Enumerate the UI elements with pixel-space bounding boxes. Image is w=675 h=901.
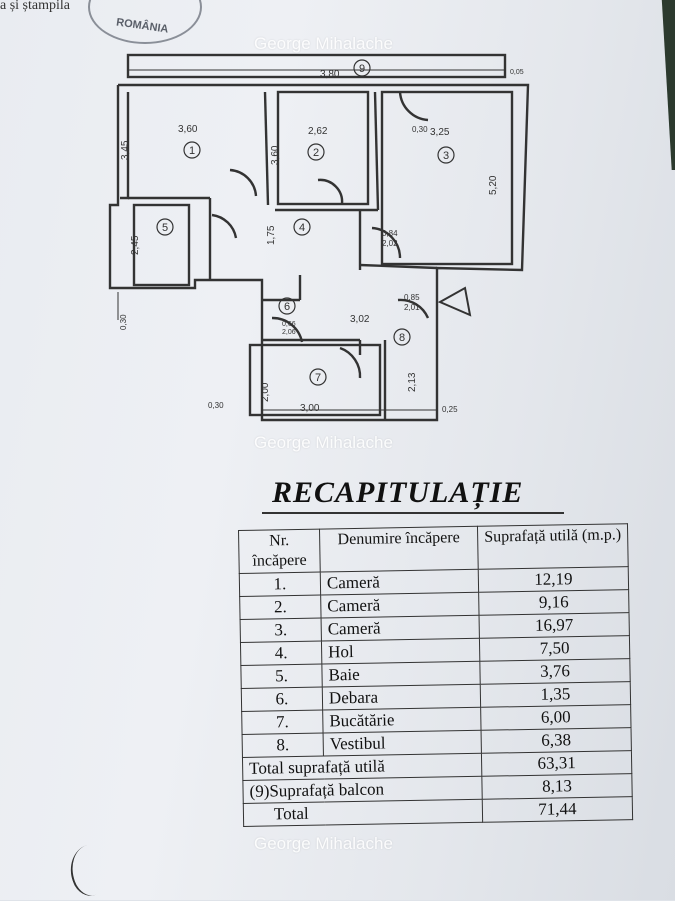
row-nr: 5. — [240, 664, 323, 689]
row-area: 6,38 — [481, 727, 632, 754]
room-number-3: 3 — [443, 150, 449, 162]
row-nr: 2. — [239, 595, 322, 620]
balcony-value: 8,13 — [481, 773, 633, 800]
dim-door-201: 2,01 — [404, 303, 420, 312]
row-area: 16,97 — [479, 612, 630, 639]
recap-title: RECAPITULAȚIE — [272, 476, 524, 509]
door-arc-3-window — [398, 91, 429, 122]
row-name: Cameră — [320, 592, 480, 619]
header-nr: Nr. încăpere — [238, 529, 321, 574]
dim-room2-width: 2,62 — [308, 126, 328, 137]
total-value: 71,44 — [482, 796, 633, 823]
row-name: Cameră — [321, 615, 480, 642]
room-number-8: 8 — [399, 332, 405, 344]
dim-wall-left: 0,30 — [119, 314, 128, 330]
row-area: 1,35 — [480, 681, 631, 708]
door-arc-8 — [397, 298, 430, 319]
dim-wall-bottom: 0,30 — [208, 401, 224, 410]
door-arc-1 — [229, 168, 258, 197]
dim-room2-height: 3,60 — [270, 145, 281, 165]
row-name: Baie — [321, 661, 481, 688]
room-number-7: 7 — [315, 372, 321, 384]
dim-room3-wall: 0,30 — [412, 125, 428, 134]
wall-2-3 — [373, 91, 380, 211]
row-nr: 6. — [241, 687, 323, 712]
dim-bath-height: 2,45 — [130, 235, 141, 255]
room-number-1: 1 — [189, 145, 195, 157]
room-number-6: 6 — [284, 301, 290, 313]
dim-room1-width: 3,60 — [178, 124, 198, 135]
dim-hall-width: 3,02 — [350, 314, 370, 325]
row-area: 9,16 — [478, 589, 630, 616]
row-name: Bucătărie — [322, 707, 482, 734]
total-label: Total — [243, 799, 483, 827]
room-number-4: 4 — [299, 222, 305, 234]
row-nr: 1. — [239, 572, 321, 597]
row-nr: 7. — [241, 710, 324, 735]
header-name: Denumire încăpere — [319, 526, 479, 573]
dim-wall-025: 0,25 — [442, 405, 458, 414]
watermark-middle: George Mihalache — [254, 433, 393, 452]
row-name: Cameră — [320, 569, 479, 596]
watermark-bottom: George Mihalache — [254, 834, 393, 853]
table-header-row: Nr. încăpere Denumire încăpere Suprafață… — [238, 523, 629, 574]
pen-mark — [62, 839, 120, 901]
dim-wall-005: 0,05 — [510, 69, 524, 76]
title-underline — [262, 512, 564, 514]
wall-3-bottom — [359, 263, 438, 270]
dim-door-206: 2,06 — [282, 329, 296, 336]
door-arc-3 — [371, 226, 402, 259]
floor-plan: 1 2 3 4 5 6 7 8 9 3,80 3,60 3,45 2,62 3,… — [108, 53, 530, 422]
row-nr: 8. — [242, 733, 324, 758]
row-name: Hol — [321, 638, 480, 665]
header-area: Suprafață utilă (m.p.) — [477, 523, 629, 570]
door-arc-6 — [271, 316, 304, 343]
recap-table: Nr. încăpere Denumire încăpere Suprafață… — [238, 523, 634, 870]
dim-door-085: 0,85 — [404, 293, 420, 302]
dim-room1-height: 3,45 — [120, 140, 131, 160]
wall-1-2 — [263, 91, 270, 206]
dim-door-066: 0,66 — [282, 321, 296, 328]
dim-balcony-width: 3,80 — [320, 69, 340, 80]
row-nr: 4. — [240, 641, 322, 666]
row-nr: 3. — [240, 618, 322, 643]
row-area: 12,19 — [478, 566, 629, 593]
header-fragment: a și ștampila — [0, 0, 70, 13]
row-name: Debara — [322, 684, 481, 711]
room-number-5: 5 — [162, 222, 168, 234]
row-area: 6,00 — [480, 704, 632, 731]
door-arc-5 — [211, 213, 238, 239]
door-arc-7 — [339, 346, 362, 379]
door-arc-2 — [317, 178, 344, 205]
outer-wall — [108, 83, 530, 422]
dim-door-202: 2,02 — [382, 239, 398, 248]
room-number-9: 9 — [359, 63, 365, 75]
dim-hall-height: 1,75 — [266, 225, 277, 245]
dim-kitchen-height: 2,00 — [260, 382, 271, 402]
watermark-top: George Mihalache — [254, 34, 393, 53]
dim-door-084: 0,84 — [382, 229, 398, 238]
row-name: Vestibul — [323, 730, 482, 757]
total-useful-value: 63,31 — [481, 750, 632, 777]
room-number-2: 2 — [313, 147, 319, 159]
dim-vestibule-height: 2,13 — [407, 372, 418, 392]
row-area: 7,50 — [479, 635, 630, 662]
entrance-arrow — [437, 286, 472, 317]
row-area: 3,76 — [479, 658, 631, 685]
balcony-outline — [126, 53, 507, 79]
dim-room3-height: 5,20 — [488, 175, 499, 195]
dim-kitchen-width: 3,00 — [300, 403, 320, 414]
dim-room3-width: 3,25 — [430, 127, 450, 138]
